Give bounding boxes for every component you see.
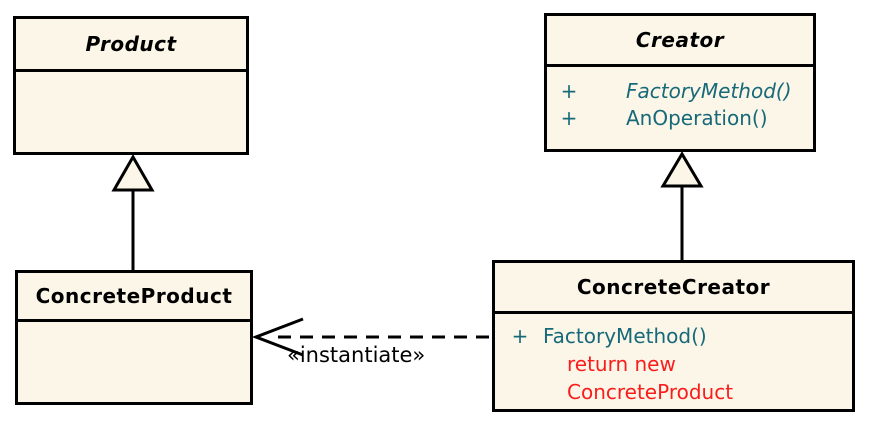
class-box-concrete-product: ConcreteProduct [15, 270, 253, 405]
class-title-creator: Creator [547, 16, 813, 67]
method-body-note-line-1: return new [567, 352, 676, 376]
instantiate-edge-label: «instantiate» [287, 343, 426, 367]
class-members-concrete-product [18, 322, 250, 333]
class-title-concrete-product: ConcreteProduct [18, 273, 250, 322]
generalization-arrow-creator [660, 151, 704, 261]
instantiate-dependency-arrow [251, 317, 494, 357]
generalization-arrow-product [111, 153, 155, 271]
method-signature: AnOperation() [626, 106, 768, 130]
class-box-creator: Creator + FactoryMethod() + AnOperation(… [544, 13, 816, 152]
class-members-creator: + FactoryMethod() + AnOperation() [547, 67, 813, 132]
method-signature: FactoryMethod() [626, 79, 792, 103]
visibility-marker: + [560, 106, 578, 130]
class-members-product [16, 72, 246, 83]
visibility-marker: + [560, 79, 578, 103]
class-box-concrete-creator: ConcreteCreator + FactoryMethod() return… [492, 260, 855, 412]
method-an-operation: + AnOperation() [547, 105, 813, 132]
class-box-product: Product [13, 16, 249, 155]
method-factory-method-concrete: + FactoryMethod() [495, 322, 852, 350]
method-signature: FactoryMethod() [543, 324, 707, 348]
class-members-concrete-creator: + FactoryMethod() return new ConcretePro… [495, 314, 852, 406]
visibility-marker: + [511, 324, 529, 348]
class-title-concrete-creator: ConcreteCreator [495, 263, 852, 314]
class-title-product: Product [16, 19, 246, 72]
method-body-note-line-2: ConcreteProduct [567, 380, 734, 404]
method-factory-method-abstract: + FactoryMethod() [547, 78, 813, 105]
